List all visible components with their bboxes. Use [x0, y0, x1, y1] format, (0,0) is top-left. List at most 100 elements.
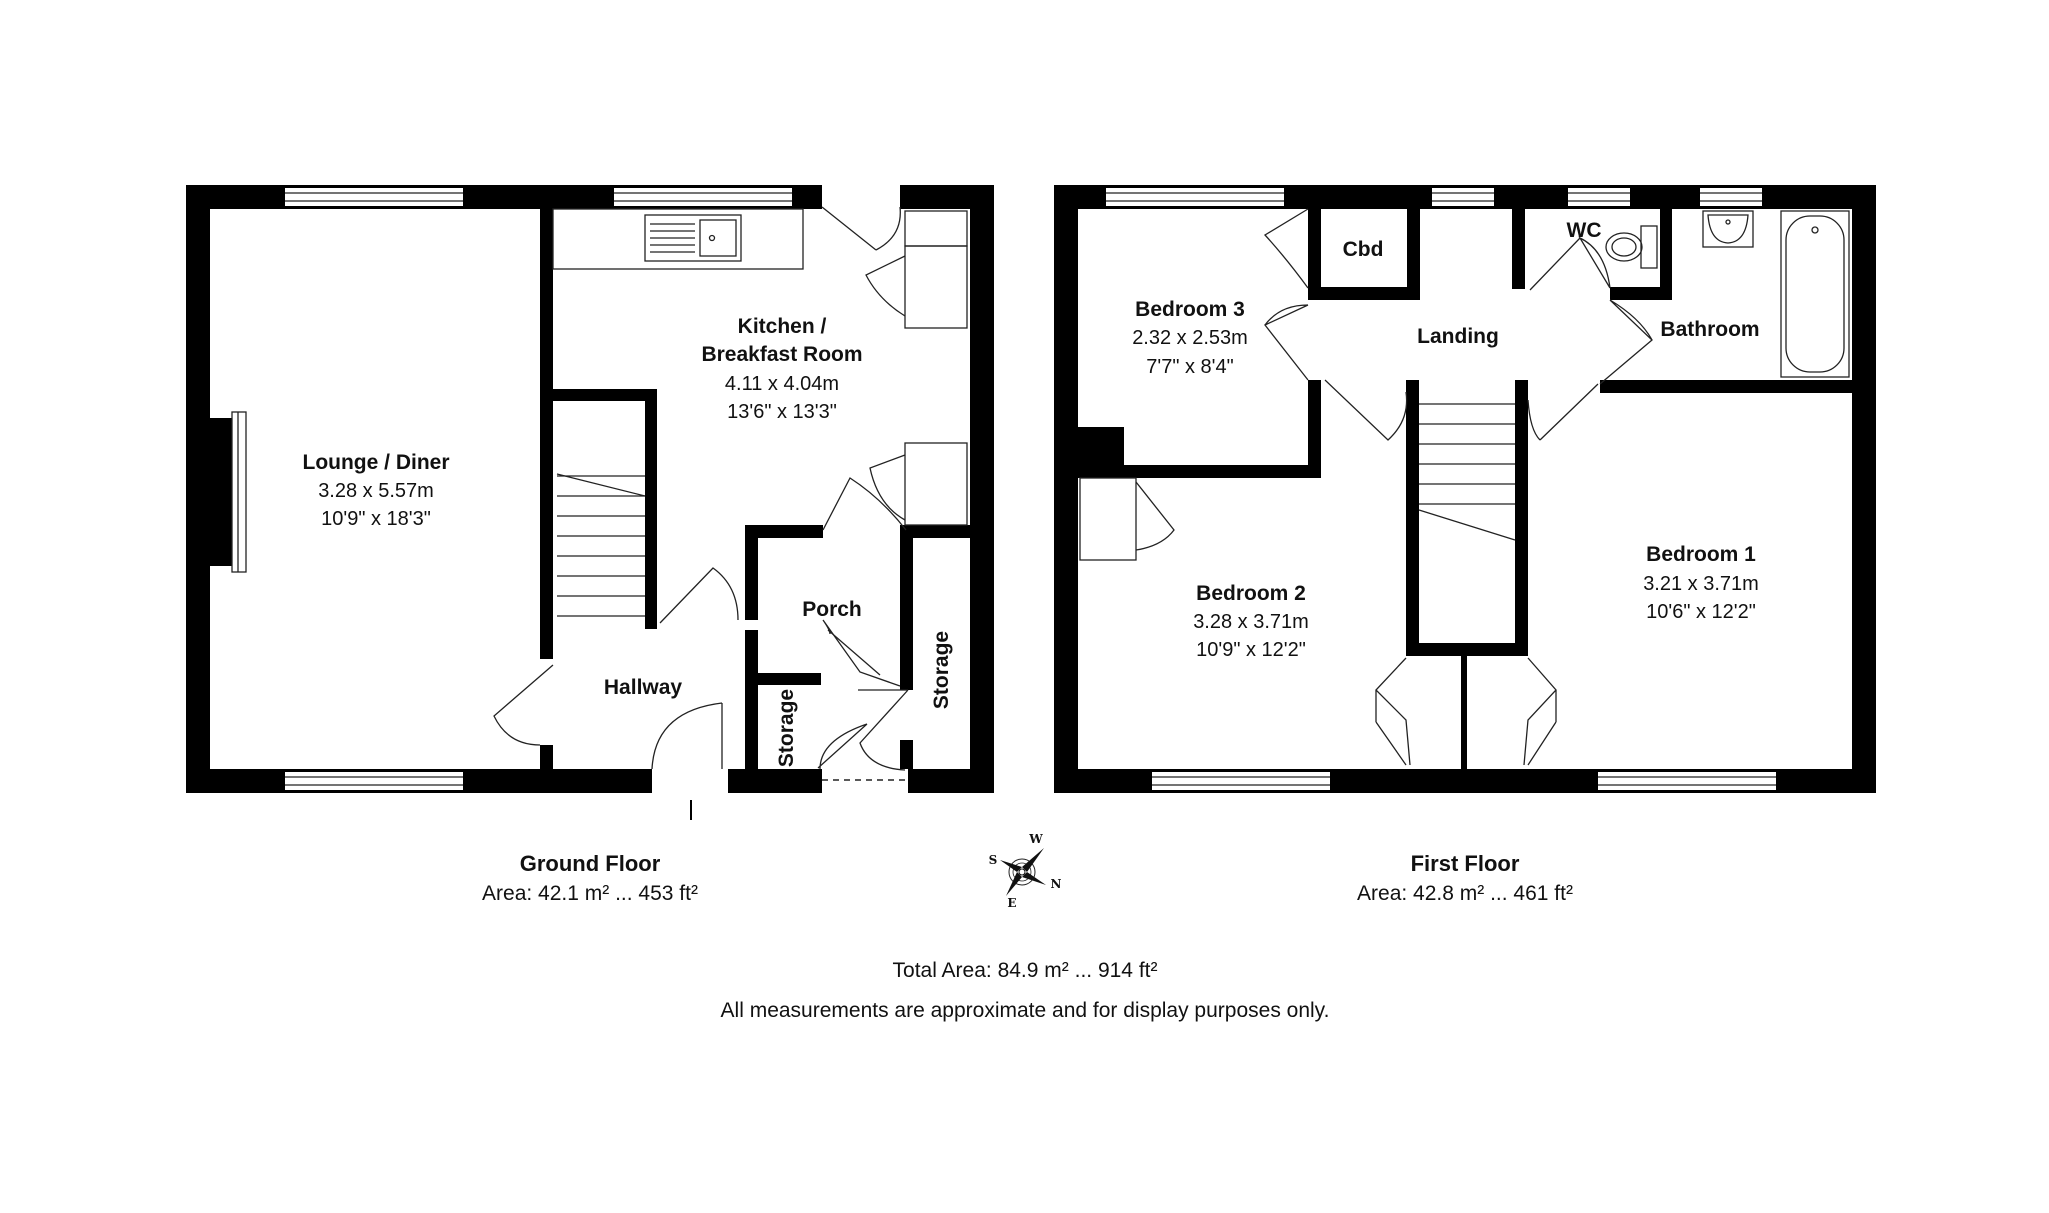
ff-bath [1780, 210, 1850, 378]
ff-bed3-name: Bedroom 3 [1135, 298, 1245, 321]
compass-s-label: S [989, 853, 998, 867]
ff-wc-wall-right [1660, 209, 1672, 300]
gf-wall-right [970, 185, 994, 793]
ff-bed1-metric: 3.21 x 3.71m [1643, 573, 1759, 595]
gf-stairs [556, 473, 646, 617]
ff-wardrobe-divider [1461, 656, 1467, 769]
gf-kitchen-worktop [552, 208, 804, 270]
gf-lounge-metric: 3.28 x 5.57m [318, 480, 434, 502]
ff-wall-left [1054, 185, 1078, 793]
ff-bathroom-name: Bathroom [1660, 318, 1759, 341]
gf-wall-bottom-mid [728, 769, 822, 793]
ff-window-landing [1432, 188, 1494, 206]
ff-title: First Floor [1411, 851, 1520, 876]
ff-bed1-name: Bedroom 1 [1646, 543, 1756, 566]
ff-wc-name: WC [1567, 219, 1602, 242]
gf-kitchen-cupboard [904, 442, 968, 526]
ff-window-bathroom [1700, 188, 1762, 206]
ff-bed2-imperial: 10'9" x 12'2" [1196, 639, 1306, 661]
gf-kitchen-back-door [821, 206, 901, 251]
ff-bed3-wall-block [1078, 427, 1124, 478]
ff-wc-wall-bottom-right [1610, 287, 1670, 300]
ff-bed3-door [1263, 304, 1309, 381]
gf-front-door [651, 702, 723, 770]
ff-cbd-door [1263, 208, 1309, 289]
gf-kitchen-cupboard-door [869, 454, 906, 521]
ff-wardrobe-door-left [1375, 657, 1411, 766]
gf-kitchen-name-1: Kitchen / [738, 315, 827, 338]
gf-kitchen-sink [644, 214, 742, 262]
ff-cbd-wall-bottom [1308, 287, 1420, 300]
gf-kitchen-unit-door [865, 255, 906, 317]
gf-window-bottom-left [285, 772, 463, 790]
gf-storage-left-door [817, 723, 868, 770]
gf-storage-right-door [858, 689, 909, 771]
ff-window-wc [1568, 188, 1630, 206]
ff-window-bed2 [1152, 772, 1330, 790]
ff-bath-door [1599, 299, 1653, 385]
ff-bed3-wall-lower [1308, 380, 1321, 478]
gf-porch-wall-top [745, 525, 823, 538]
gf-wall-bottom-right [908, 769, 994, 793]
ff-landing-bed2-door [1324, 379, 1408, 441]
ff-bed2-metric: 3.28 x 3.71m [1193, 611, 1309, 633]
ff-toilet [1605, 225, 1658, 269]
gf-hallway-name: Hallway [604, 676, 683, 699]
gf-storage-left-name: Storage [775, 689, 798, 767]
ff-landing-name: Landing [1417, 325, 1499, 348]
ff-bed3-wall-right [1308, 209, 1321, 289]
gf-porch-name: Porch [802, 598, 862, 621]
gf-wall-left [186, 185, 210, 793]
total-area: Total Area: 84.9 m² ... 914 ft² [893, 959, 1158, 982]
gf-kitchen-unit-2 [904, 245, 968, 329]
gf-lounge-name: Lounge / Diner [303, 451, 450, 474]
compass-n-label: N [1051, 877, 1062, 891]
ff-bed3-metric: 2.32 x 2.53m [1132, 327, 1248, 349]
ff-bath-wall-bottom [1600, 380, 1852, 393]
gf-window-top-kitchen [614, 188, 792, 206]
gf-stair-wall-right [645, 389, 657, 629]
ff-bed2-cupboard [1079, 477, 1137, 561]
gf-kitchen-name-2: Breakfast Room [701, 343, 862, 366]
gf-lounge-door [493, 664, 554, 746]
ff-bed2-name: Bedroom 2 [1196, 582, 1306, 605]
gf-porch-inner-door [827, 629, 881, 676]
gf-storage-right-name: Storage [930, 631, 953, 709]
gf-wall-lounge-kitchen [540, 209, 553, 659]
ff-bed3-imperial: 7'7" x 8'4" [1146, 356, 1233, 378]
ff-bed1-door [1527, 383, 1599, 441]
gf-kitchen-metric: 4.11 x 4.04m [725, 373, 839, 395]
gf-hall-stair-door [659, 567, 739, 624]
ff-stairs [1418, 403, 1516, 541]
gf-fireplace [210, 411, 247, 573]
ff-area: Area: 42.8 m² ... 461 ft² [1357, 882, 1573, 905]
gf-kitchen-hall-door [822, 477, 907, 531]
gf-kitchen-unit-1 [904, 210, 968, 247]
gf-lounge-imperial: 10'9" x 18'3" [321, 508, 431, 530]
gf-kitchen-imperial: 13'6" x 13'3" [727, 401, 837, 423]
compass-e-label: E [1007, 896, 1016, 910]
gf-area: Area: 42.1 m² ... 453 ft² [482, 882, 698, 905]
ff-bed2-cupboard-door [1135, 481, 1175, 551]
compass-w-label: W [1028, 832, 1043, 846]
gf-porch-wall-left [745, 525, 758, 620]
gf-store-right-left [900, 525, 913, 690]
ff-stair-wall-bottom [1406, 643, 1528, 656]
ff-wc-door [1529, 236, 1611, 291]
ff-wc-wall-left [1512, 209, 1525, 289]
gf-title: Ground Floor [520, 851, 661, 876]
gf-stair-wall-top [553, 389, 657, 401]
gf-storage-divider [745, 673, 821, 685]
ff-bed3-wall-bottom [1078, 465, 1321, 478]
gf-porch-wall-left-low [745, 630, 758, 769]
ff-stair-wall-left [1406, 380, 1419, 655]
gf-store-right-top [900, 525, 970, 538]
first-floor-plan [1054, 185, 1876, 793]
ff-wardrobe-door-right [1523, 657, 1557, 766]
ff-cbd-name: Cbd [1343, 238, 1384, 261]
ff-bed1-imperial: 10'6" x 12'2" [1646, 601, 1756, 623]
ff-window-bed1 [1598, 772, 1776, 790]
disclaimer: All measurements are approximate and for… [721, 999, 1330, 1022]
compass-rose-icon [1000, 848, 1046, 896]
